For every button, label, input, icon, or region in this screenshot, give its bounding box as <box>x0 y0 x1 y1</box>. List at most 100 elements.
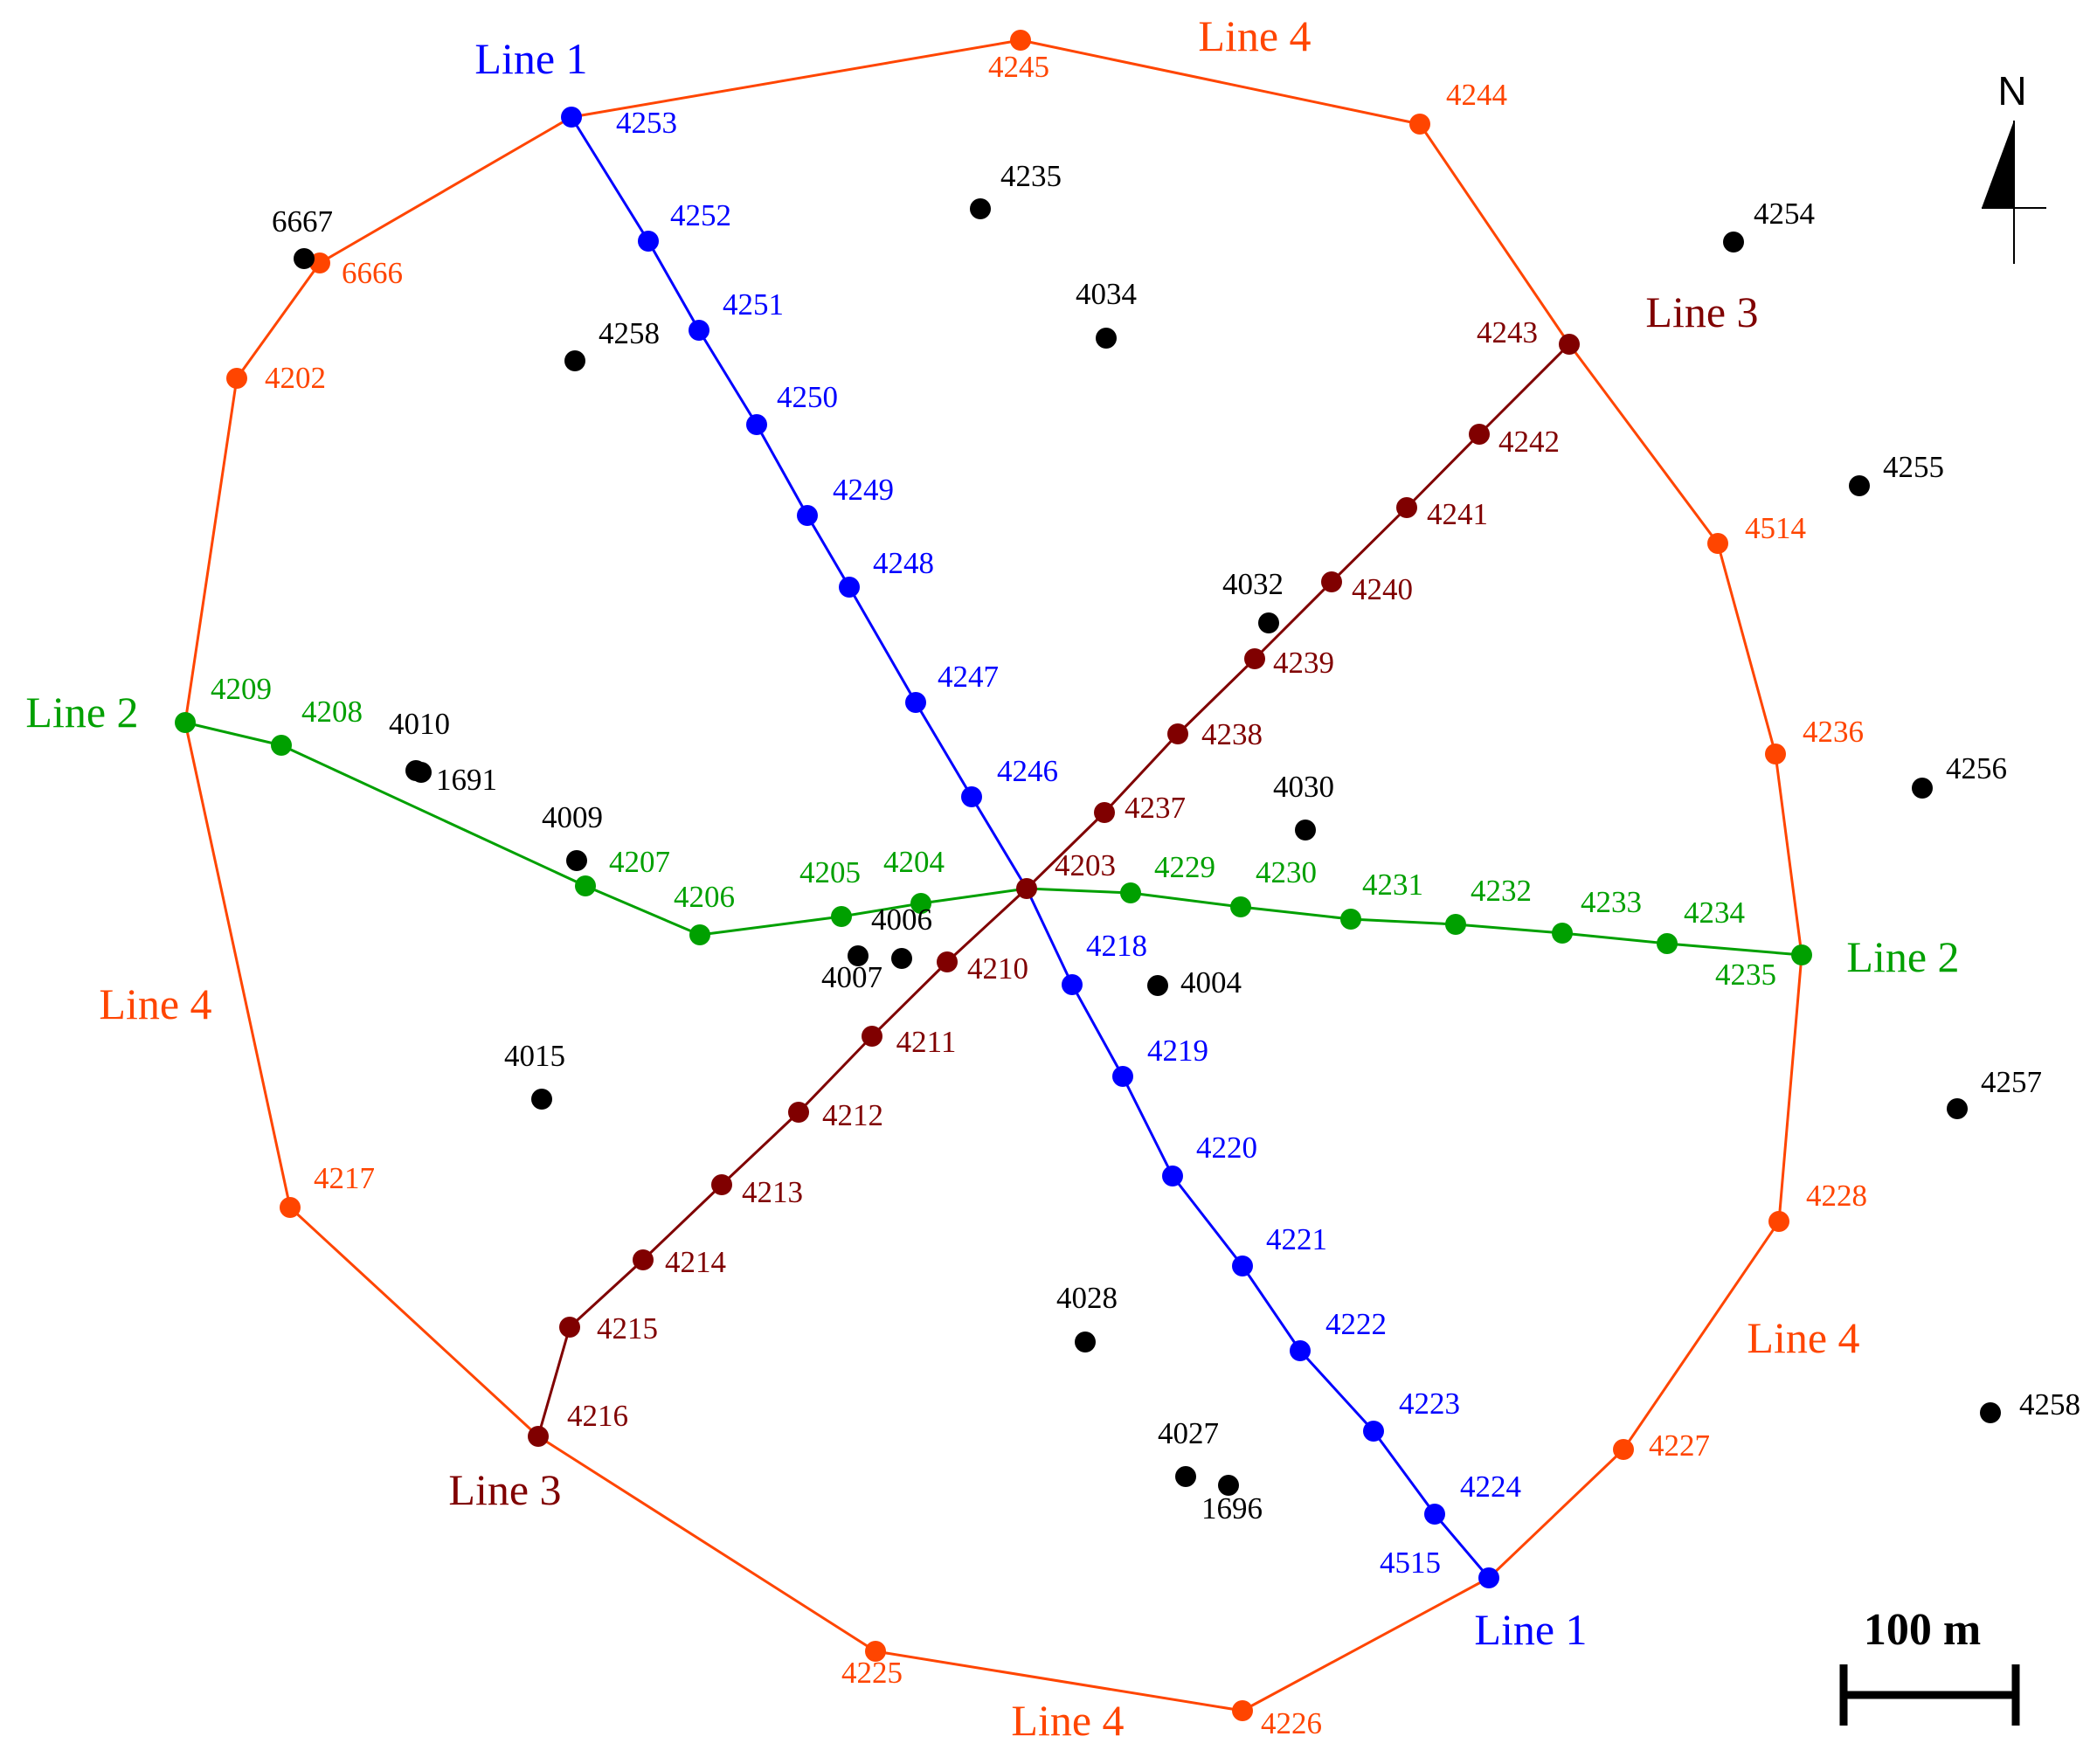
station-label-4209: 4209 <box>211 672 272 706</box>
station-label-4238: 4238 <box>1201 717 1263 751</box>
station-marker-4514 <box>1707 533 1728 554</box>
station-marker-4234 <box>1657 933 1678 954</box>
station-marker-4216 <box>528 1426 549 1447</box>
station-marker-4006 <box>891 948 912 969</box>
station-label-4211: 4211 <box>896 1025 957 1059</box>
station-label-4234: 4234 <box>1684 896 1745 930</box>
station-marker-4246 <box>961 786 982 807</box>
station-marker-4226 <box>1232 1700 1253 1721</box>
station-marker-4213 <box>711 1174 732 1195</box>
station-marker-4239 <box>1244 648 1265 669</box>
station-marker-4225 <box>865 1641 886 1662</box>
station-label-4216: 4216 <box>567 1399 628 1433</box>
station-marker-4030 <box>1295 820 1316 840</box>
station-marker-4236 <box>1765 744 1786 764</box>
station-marker-4231 <box>1340 909 1361 930</box>
line-label-l4-right: Line 4 <box>1747 1313 1859 1362</box>
station-label-4243: 4243 <box>1477 315 1538 349</box>
line-label-l2-right: Line 2 <box>1846 932 1959 981</box>
station-marker-4252 <box>638 231 659 252</box>
station-marker-6666 <box>309 252 330 273</box>
station-label-4245: 4245 <box>988 50 1049 84</box>
station-label-4220: 4220 <box>1196 1131 1257 1165</box>
station-marker-6667 <box>294 248 315 269</box>
station-marker-4251 <box>689 320 709 341</box>
station-label-4010: 4010 <box>389 707 450 741</box>
line-4-route <box>183 38 1803 1712</box>
station-label-4032: 4032 <box>1222 567 1284 601</box>
station-marker-4241 <box>1396 497 1417 518</box>
station-label-4255: 4255 <box>1883 450 1944 484</box>
station-marker-4257 <box>1947 1098 1968 1119</box>
station-marker-4203 <box>1016 878 1037 899</box>
station-marker-4250 <box>746 414 767 435</box>
line-1-route <box>570 116 1491 1579</box>
station-label-4214: 4214 <box>665 1245 726 1279</box>
station-marker-1696 <box>1218 1475 1239 1496</box>
station-marker-4215 <box>559 1317 580 1338</box>
station-label-4203: 4203 <box>1055 848 1116 882</box>
line-label-l3-top: Line 3 <box>1645 287 1758 336</box>
station-marker-4256 <box>1912 778 1933 799</box>
station-label-4231: 4231 <box>1362 868 1423 902</box>
station-label-4242: 4242 <box>1498 425 1560 459</box>
station-label-4228: 4228 <box>1806 1179 1867 1213</box>
station-marker-4219 <box>1112 1066 1133 1087</box>
station-marker-4224 <box>1424 1504 1445 1525</box>
station-marker-4207 <box>575 875 596 896</box>
station-label-4221: 4221 <box>1266 1222 1327 1256</box>
north-label: N <box>1997 68 2026 114</box>
station-label-4208: 4208 <box>301 695 363 729</box>
station-label-4232: 4232 <box>1471 874 1532 908</box>
station-label-4240: 4240 <box>1352 572 1413 606</box>
station-label-4030: 4030 <box>1273 770 1334 804</box>
station-label-4248: 4248 <box>873 546 934 580</box>
line-label-l4-top: Line 4 <box>1198 11 1311 60</box>
station-label-4251: 4251 <box>723 287 784 322</box>
station-label-1696: 1696 <box>1201 1491 1263 1525</box>
station-label-4256: 4256 <box>1946 751 2007 785</box>
station-marker-4229 <box>1120 882 1141 903</box>
north-arrow-icon <box>1982 121 2014 208</box>
station-label-4226: 4226 <box>1261 1706 1322 1740</box>
station-label-4227: 4227 <box>1649 1428 1710 1463</box>
line-label-l2-left: Line 2 <box>25 688 138 737</box>
station-label-4217: 4217 <box>314 1161 375 1195</box>
scale-label: 100 m <box>1864 1605 1981 1655</box>
station-marker-4227 <box>1613 1439 1634 1460</box>
station-label-4028: 4028 <box>1056 1281 1118 1315</box>
survey-points <box>175 30 2001 1721</box>
station-marker-4255 <box>1849 475 1870 496</box>
station-marker-4202 <box>226 368 247 389</box>
station-marker-4249 <box>797 505 818 526</box>
station-marker-4235 <box>1791 944 1812 965</box>
station-marker-4235 <box>970 198 991 219</box>
station-marker-4245 <box>1010 30 1031 51</box>
station-marker-4210 <box>937 951 958 972</box>
station-label-4027: 4027 <box>1158 1416 1219 1450</box>
station-label-4222: 4222 <box>1325 1307 1387 1341</box>
station-marker-4220 <box>1162 1166 1183 1186</box>
line-label-l4-bot: Line 4 <box>1011 1696 1124 1745</box>
line-label-l1-bot: Line 1 <box>1474 1605 1587 1654</box>
station-marker-4009 <box>566 850 587 871</box>
station-label-4006: 4006 <box>871 903 932 937</box>
station-label-4034: 4034 <box>1076 277 1137 311</box>
station-marker-4222 <box>1290 1340 1311 1361</box>
station-marker-4206 <box>689 924 710 945</box>
station-marker-4230 <box>1230 896 1251 917</box>
station-label-4007: 4007 <box>821 960 882 994</box>
point-labels: 4253425242514250424942484247424642184219… <box>211 50 2080 1740</box>
station-label-4230: 4230 <box>1256 855 1317 889</box>
station-label-4215: 4215 <box>597 1311 658 1345</box>
station-marker-4254 <box>1723 232 1744 252</box>
station-marker-4214 <box>633 1249 654 1270</box>
line-label-l3-bot: Line 3 <box>448 1465 561 1514</box>
station-marker-4032 <box>1258 612 1279 633</box>
station-marker-4209 <box>175 712 196 733</box>
line-label-l4-left: Line 4 <box>99 979 211 1028</box>
station-label-4237: 4237 <box>1125 791 1186 825</box>
station-marker-4027 <box>1175 1466 1196 1487</box>
station-label-4206: 4206 <box>674 880 735 914</box>
